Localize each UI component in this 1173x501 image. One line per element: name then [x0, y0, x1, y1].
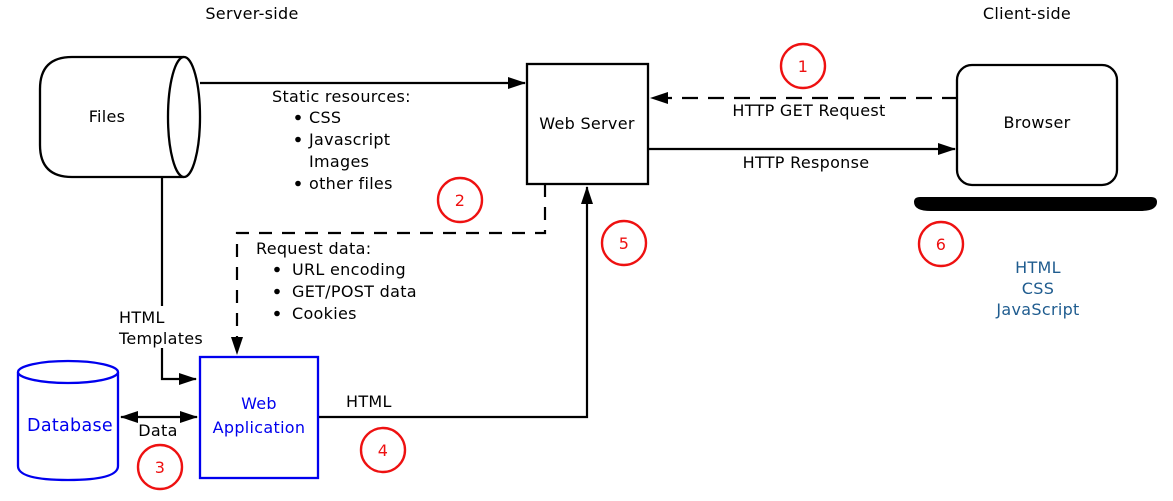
browser-box — [955, 63, 1119, 187]
edge-html-line — [318, 186, 593, 419]
step-marker-4: 4 — [359, 426, 407, 474]
http-response-label: HTTP Response — [743, 153, 870, 172]
static-resources-item: Javascript — [308, 130, 390, 149]
label-backdrop — [116, 306, 204, 348]
client-output-line: JavaScript — [995, 300, 1079, 319]
request-data-item: URL encoding — [292, 260, 406, 279]
node-web-server: Web Server — [525, 62, 650, 186]
static-resources-item: CSS — [309, 108, 341, 127]
request-data-item: GET/POST data — [292, 282, 417, 301]
request-data-title: Request data: — [256, 239, 371, 258]
client-output-line: CSS — [1022, 279, 1054, 298]
step-marker-2: 2 — [436, 176, 484, 224]
client-output-line: HTML — [1015, 258, 1061, 277]
node-web-application: Web Application — [198, 355, 320, 480]
bullet-icon — [274, 310, 280, 317]
client-side-title: Client-side — [983, 4, 1071, 23]
step-marker-5: 5 — [600, 219, 648, 267]
step-number: 5 — [619, 234, 629, 253]
step-circle — [917, 220, 965, 268]
bullet-icon — [295, 180, 301, 187]
bullet-icon — [274, 288, 280, 295]
static-resources-item: other files — [309, 174, 393, 193]
bullet-icon — [295, 136, 301, 143]
step-circle — [436, 176, 484, 224]
database-label: Database — [27, 416, 113, 436]
web-application-box — [198, 355, 320, 480]
step-marker-1: 1 — [779, 42, 827, 90]
request-data-item: Cookies — [292, 304, 357, 323]
html-label: HTML — [346, 392, 392, 411]
step-number: 1 — [798, 57, 808, 76]
files-cylinder — [38, 55, 184, 179]
web-application-label-line2: Application — [213, 418, 306, 437]
step-marker-6: 6 — [917, 220, 965, 268]
database-cylinder — [16, 372, 120, 482]
bullet-icon — [274, 266, 280, 273]
step-number: 2 — [455, 191, 465, 210]
step-number: 4 — [378, 441, 388, 460]
bullet-icon — [295, 114, 301, 121]
step-marker-3: 3 — [136, 443, 184, 491]
laptop-base-bar — [914, 197, 1157, 211]
edge-request-data-line — [231, 184, 547, 355]
step-circle — [600, 219, 648, 267]
node-browser: Browser — [914, 63, 1157, 211]
database-cylinder-cap — [16, 359, 120, 385]
web-application-label-line1: Web — [241, 394, 277, 413]
files-cylinder-cap — [166, 55, 202, 179]
static-resources-item: Images — [309, 152, 369, 171]
files-label: Files — [89, 107, 126, 126]
browser-label: Browser — [1004, 113, 1071, 132]
html-templates-label-line2: Templates — [118, 329, 203, 348]
node-database: Database — [16, 359, 120, 482]
html-templates-label-line1: HTML — [119, 308, 165, 327]
step-number: 6 — [936, 235, 946, 254]
client-output: HTML CSS JavaScript — [995, 258, 1079, 319]
edge-html-templates-line — [160, 177, 197, 385]
request-data-annotation: Request data: URL encoding GET/POST data… — [256, 239, 417, 323]
step-circle — [136, 443, 184, 491]
http-get-request-label: HTTP GET Request — [732, 101, 885, 120]
step-number: 3 — [155, 458, 165, 477]
node-files: Files — [38, 55, 202, 179]
step-circle — [359, 426, 407, 474]
web-server-box — [525, 62, 650, 186]
static-resources-title: Static resources: — [272, 87, 411, 106]
data-label: Data — [138, 421, 177, 440]
web-server-label: Web Server — [539, 114, 635, 133]
step-circle — [779, 42, 827, 90]
server-side-title: Server-side — [205, 4, 298, 23]
static-resources-annotation: Static resources: CSS Javascript Images … — [272, 87, 411, 193]
